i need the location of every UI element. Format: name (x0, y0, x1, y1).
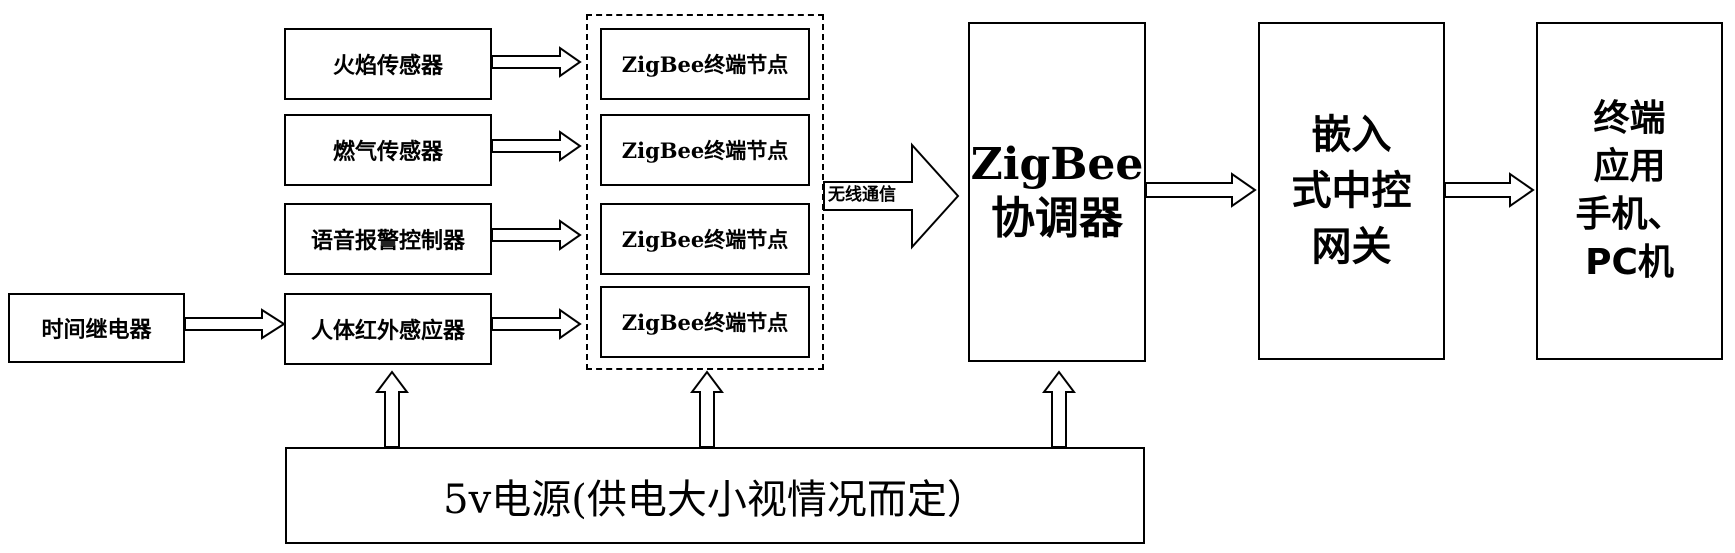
gateway-line-2: 式中控 (1291, 168, 1412, 214)
arrow-flame-to-node (491, 46, 582, 78)
node-group-frame (586, 14, 824, 370)
arrow-relay-to-pir (184, 308, 286, 340)
arrow-power-to-nodes (690, 370, 724, 448)
time-relay-label: 时间继电器 (41, 318, 152, 343)
pir-sensor-box: 人体红外感应器 (284, 293, 492, 365)
arrow-power-to-coordinator (1042, 370, 1076, 448)
pir-sensor-label: 人体红外感应器 (310, 319, 465, 344)
gateway-line-3: 网关 (1311, 224, 1392, 270)
arrow-power-to-pir (375, 370, 409, 448)
node-box-4: ZigBee终端节点 (600, 286, 810, 358)
arrow-wireless (823, 142, 960, 250)
gateway-line-1: 嵌入 (1311, 112, 1392, 158)
terminal-line-4: PC机 (1585, 242, 1674, 283)
terminal-app-box: 终端 应用 手机、 PC机 (1536, 22, 1723, 360)
node-box-3: ZigBee终端节点 (600, 203, 810, 275)
arrow-gas-to-node (491, 130, 582, 162)
coordinator-line-2: 协调器 (991, 193, 1123, 244)
arrow-gateway-to-terminal (1444, 172, 1535, 208)
power-supply-box: 5v电源(供电大小视情况而定） (285, 447, 1145, 544)
terminal-line-2: 应用 (1593, 146, 1666, 187)
node-label: ZigBee终端节点 (621, 227, 789, 252)
wireless-label: 无线通信 (828, 185, 896, 205)
time-relay-box: 时间继电器 (8, 293, 185, 363)
gas-sensor-box: 燃气传感器 (284, 114, 492, 186)
power-supply-label: 5v电源(供电大小视情况而定） (443, 476, 987, 523)
zigbee-coordinator-box: ZigBee 协调器 (968, 22, 1146, 362)
node-label: ZigBee终端节点 (621, 52, 789, 77)
node-box-1: ZigBee终端节点 (600, 28, 810, 100)
terminal-line-1: 终端 (1593, 98, 1666, 139)
gas-sensor-label: 燃气传感器 (332, 140, 443, 165)
node-box-2: ZigBee终端节点 (600, 114, 810, 186)
flame-sensor-label: 火焰传感器 (332, 54, 443, 79)
node-label: ZigBee终端节点 (621, 138, 789, 163)
arrow-voice-to-node (491, 219, 582, 251)
terminal-line-3: 手机、 (1575, 194, 1684, 235)
embedded-gateway-box: 嵌入 式中控 网关 (1258, 22, 1445, 360)
voice-alarm-box: 语音报警控制器 (284, 203, 492, 275)
arrow-pir-to-node (491, 308, 582, 340)
arrow-coordinator-to-gateway (1145, 172, 1257, 208)
flame-sensor-box: 火焰传感器 (284, 28, 492, 100)
coordinator-line-1: ZigBee (970, 139, 1144, 190)
node-label: ZigBee终端节点 (621, 310, 789, 335)
voice-alarm-label: 语音报警控制器 (310, 229, 465, 254)
